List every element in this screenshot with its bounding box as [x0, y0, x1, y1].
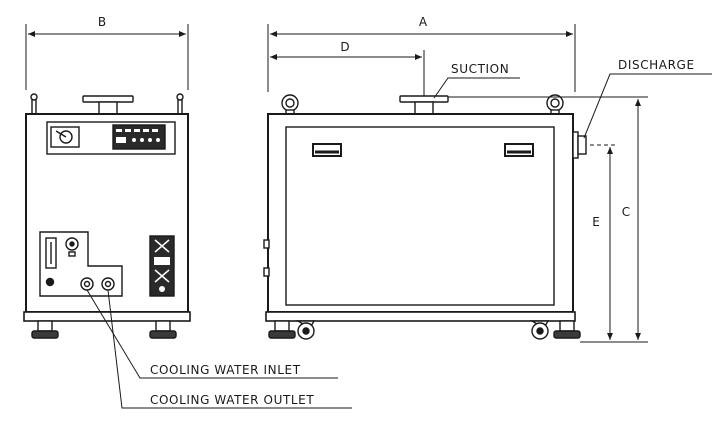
cooling-water-panel: [39, 231, 123, 297]
side-connector-panel: [149, 235, 175, 297]
dimension-e-label: E: [592, 215, 600, 229]
leader-lines: [86, 73, 712, 409]
side-base: [23, 311, 191, 322]
side-suction-flange: [82, 95, 134, 115]
front-handle-right: [504, 143, 534, 157]
dimension-b-label: B: [98, 15, 106, 29]
front-casters: [295, 320, 550, 340]
suction-label: SUCTION: [451, 62, 509, 76]
dimension-c-label: C: [622, 205, 630, 219]
dimension-a-label: A: [419, 15, 428, 29]
front-left-fittings: [263, 239, 270, 277]
front-handle-left: [312, 143, 342, 157]
cooling-water-outlet-label: COOLING WATER OUTLET: [150, 393, 314, 407]
front-lifting-eyes: [281, 94, 564, 115]
dimension-d-label: D: [340, 40, 349, 54]
side-control-panel: [46, 121, 176, 155]
cooling-water-inlet-label: COOLING WATER INLET: [150, 363, 301, 377]
discharge-leader: [583, 73, 712, 139]
front-suction-flange: [399, 95, 449, 115]
front-feet: [268, 320, 581, 339]
discharge-label: DISCHARGE: [618, 58, 695, 72]
outlet-leader: [107, 289, 352, 409]
discharge-port: [572, 131, 587, 159]
inlet-leader: [86, 289, 338, 379]
side-feet: [31, 320, 177, 339]
side-view: [23, 93, 191, 339]
suction-leader: [433, 77, 520, 99]
dimension-lines: [25, 24, 648, 343]
front-view: [263, 94, 587, 340]
front-base: [265, 311, 576, 322]
